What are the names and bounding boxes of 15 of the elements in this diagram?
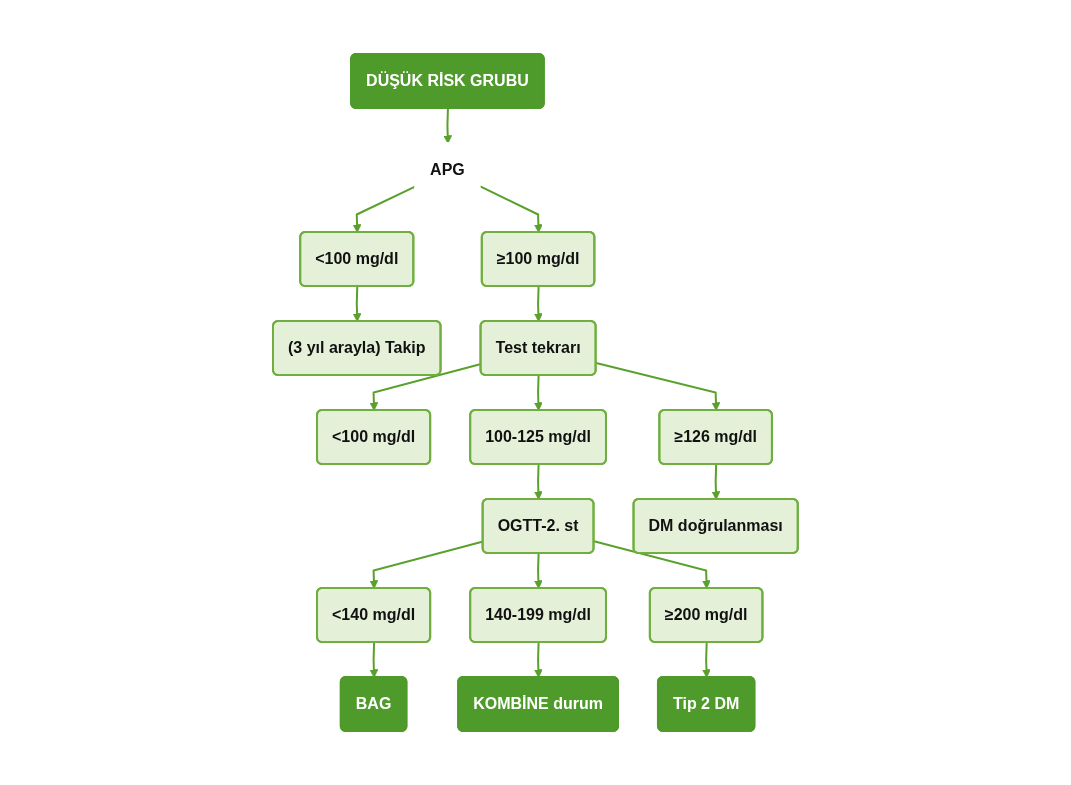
arrow — [534, 552, 543, 589]
arrow — [443, 107, 453, 144]
arrow — [352, 285, 362, 322]
arrow — [534, 285, 543, 322]
arrow — [352, 185, 417, 233]
arrow — [534, 463, 543, 500]
arrow — [534, 641, 543, 678]
node-text: APG — [430, 161, 465, 178]
arrow — [593, 540, 711, 589]
arrow — [479, 185, 543, 233]
arrow — [702, 641, 711, 678]
arrow — [369, 641, 379, 678]
arrow — [711, 463, 721, 500]
arrow — [595, 361, 721, 411]
arrow — [534, 374, 543, 411]
